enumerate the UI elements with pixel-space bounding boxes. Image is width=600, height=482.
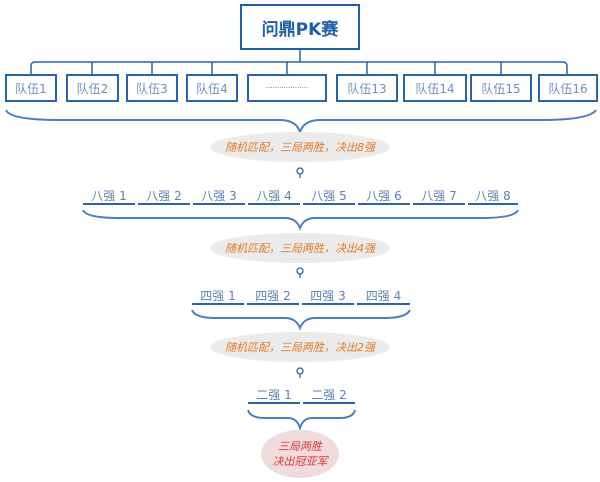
round-label: 八强 4: [248, 187, 300, 205]
round-label: 四强 2: [247, 287, 299, 305]
team-box: 队伍15: [470, 74, 532, 102]
round-label: 八强 6: [358, 187, 410, 205]
team-box-ellipsis: ···················: [247, 74, 327, 102]
round-label: 四强 3: [302, 287, 354, 305]
round-label: 二强 2: [303, 386, 355, 404]
team-box: 队伍1: [5, 74, 57, 102]
final-line-2: 决出冠亚军: [272, 455, 328, 468]
round-label: 二强 1: [248, 386, 300, 404]
round-note: 随机匹配，三局两胜，决出4强: [210, 233, 390, 263]
round-label: 八强 3: [193, 187, 245, 205]
team-box: 队伍3: [126, 74, 178, 102]
final-line-1: 三局两胜: [278, 440, 322, 453]
team-box: 队伍16: [538, 74, 598, 102]
tournament-title: 问鼎PK赛: [240, 4, 360, 50]
final-node: 三局两胜 决出冠亚军: [261, 430, 339, 478]
team-box: 队伍4: [186, 74, 238, 102]
round-label: 八强 5: [303, 187, 355, 205]
round-label: 四强 4: [357, 287, 410, 305]
team-box: 队伍14: [403, 74, 467, 102]
round-label: 八强 7: [413, 187, 465, 205]
round-label: 四强 1: [192, 287, 244, 305]
team-box: 队伍13: [336, 74, 398, 102]
round-label: 八强 2: [138, 187, 190, 205]
round-label: 八强 8: [468, 187, 518, 205]
round-note: 随机匹配，三局两胜，决出8强: [210, 132, 390, 162]
round-label: 八强 1: [83, 187, 135, 205]
team-box: 队伍2: [66, 74, 119, 102]
round-note: 随机匹配，三局两胜，决出2强: [210, 332, 390, 362]
